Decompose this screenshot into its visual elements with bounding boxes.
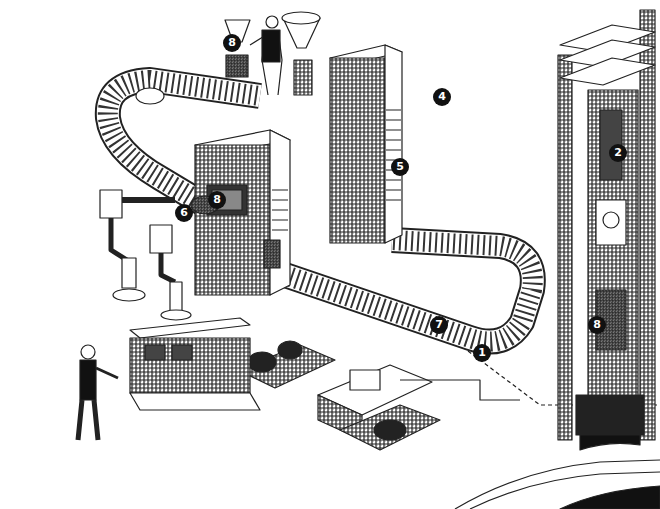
callout-number: 4 bbox=[433, 88, 451, 106]
process-cabinet bbox=[195, 145, 270, 295]
robot-arm bbox=[170, 282, 182, 312]
robot-arm bbox=[161, 310, 191, 320]
robot-arm bbox=[161, 253, 175, 282]
pump-unit bbox=[340, 405, 440, 450]
robot-arm bbox=[100, 190, 219, 320]
process-cabinet bbox=[264, 240, 280, 268]
callout-number: 8 bbox=[223, 34, 241, 52]
process-cabinet bbox=[330, 58, 385, 243]
process-cabinet bbox=[330, 45, 402, 243]
handling-tower bbox=[558, 10, 655, 450]
callout-number: 7 bbox=[430, 316, 448, 334]
control-desk bbox=[130, 318, 260, 410]
pump-unit bbox=[238, 341, 520, 450]
robot-arm bbox=[122, 258, 136, 288]
pump-unit bbox=[400, 380, 520, 400]
conveyor-belt bbox=[136, 88, 164, 104]
operator bbox=[80, 360, 96, 400]
process-cabinet bbox=[385, 45, 402, 243]
robot-arm bbox=[150, 225, 172, 253]
conveyor-belt bbox=[285, 240, 533, 342]
pump-unit bbox=[278, 341, 302, 359]
robot-arm bbox=[113, 289, 145, 301]
callout-number: 8 bbox=[208, 191, 226, 209]
operator bbox=[78, 345, 118, 440]
robot-arm bbox=[122, 197, 175, 203]
robot-arm bbox=[100, 190, 122, 218]
control-desk bbox=[172, 345, 192, 360]
handling-tower bbox=[640, 10, 655, 440]
handling-tower bbox=[558, 55, 572, 440]
handling-tower bbox=[588, 90, 638, 410]
control-desk bbox=[130, 393, 260, 410]
floor-pit bbox=[560, 486, 660, 509]
handling-tower bbox=[596, 200, 626, 245]
process-cabinet bbox=[270, 130, 290, 295]
conveyor-belt bbox=[285, 240, 533, 342]
callout-number: 5 bbox=[391, 158, 409, 176]
control-desk bbox=[130, 338, 250, 393]
loading-station bbox=[226, 55, 248, 77]
process-cabinet bbox=[272, 190, 288, 230]
handling-tower bbox=[603, 212, 619, 228]
callout-number: 2 bbox=[609, 144, 627, 162]
loading-station bbox=[266, 16, 278, 28]
operator bbox=[78, 400, 98, 440]
floor-pit bbox=[455, 460, 660, 509]
pump-unit bbox=[350, 370, 380, 390]
pump-unit bbox=[248, 352, 276, 372]
operator bbox=[81, 345, 95, 359]
loading-station bbox=[282, 12, 320, 24]
control-desk bbox=[130, 318, 250, 338]
pump-unit bbox=[374, 420, 406, 440]
callout-number: 8 bbox=[588, 316, 606, 334]
control-desk bbox=[145, 345, 165, 360]
callout-number: 6 bbox=[175, 204, 193, 222]
conveyor-belt bbox=[285, 240, 533, 342]
conveyor-belt bbox=[285, 240, 533, 342]
loading-station bbox=[294, 60, 312, 95]
loading-station bbox=[225, 12, 320, 95]
robot-arm bbox=[111, 218, 130, 262]
loading-station bbox=[250, 30, 282, 95]
process-cabinet bbox=[386, 110, 401, 200]
operator bbox=[96, 368, 118, 378]
loading-station bbox=[262, 30, 280, 62]
handling-tower bbox=[576, 395, 644, 435]
callout-number: 1 bbox=[473, 344, 491, 362]
handling-tower bbox=[560, 58, 655, 85]
floor-pit bbox=[470, 472, 660, 509]
